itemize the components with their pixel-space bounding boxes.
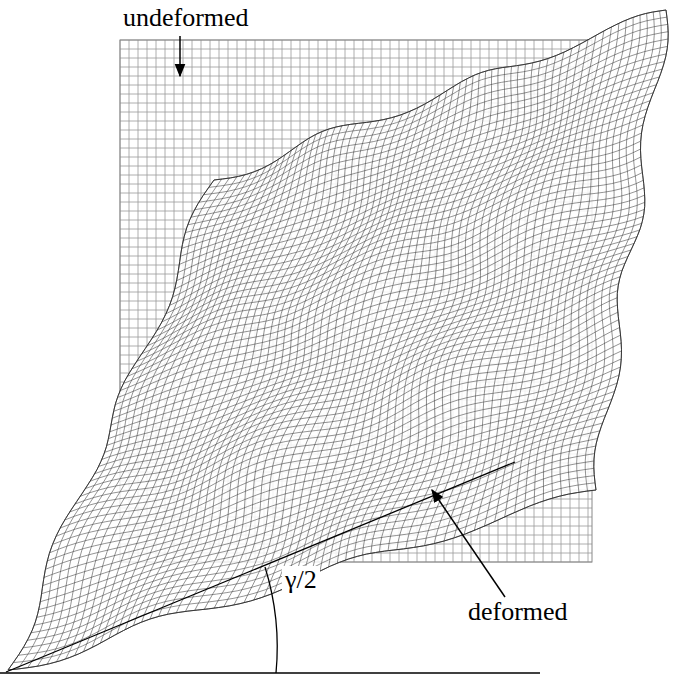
horizontal-reference xyxy=(0,672,540,673)
shear-angle-line xyxy=(6,462,515,672)
mesh-outline xyxy=(8,10,668,670)
leader-arrow xyxy=(432,490,505,597)
leader-arrow xyxy=(179,36,181,76)
undeformed-label: undeformed xyxy=(120,4,252,33)
angle-label: γ/2 xyxy=(282,566,320,595)
mesh-lines xyxy=(8,10,668,670)
angle-arc xyxy=(265,567,277,673)
deformed-mesh xyxy=(8,10,668,670)
deformed-label: deformed xyxy=(465,598,571,627)
